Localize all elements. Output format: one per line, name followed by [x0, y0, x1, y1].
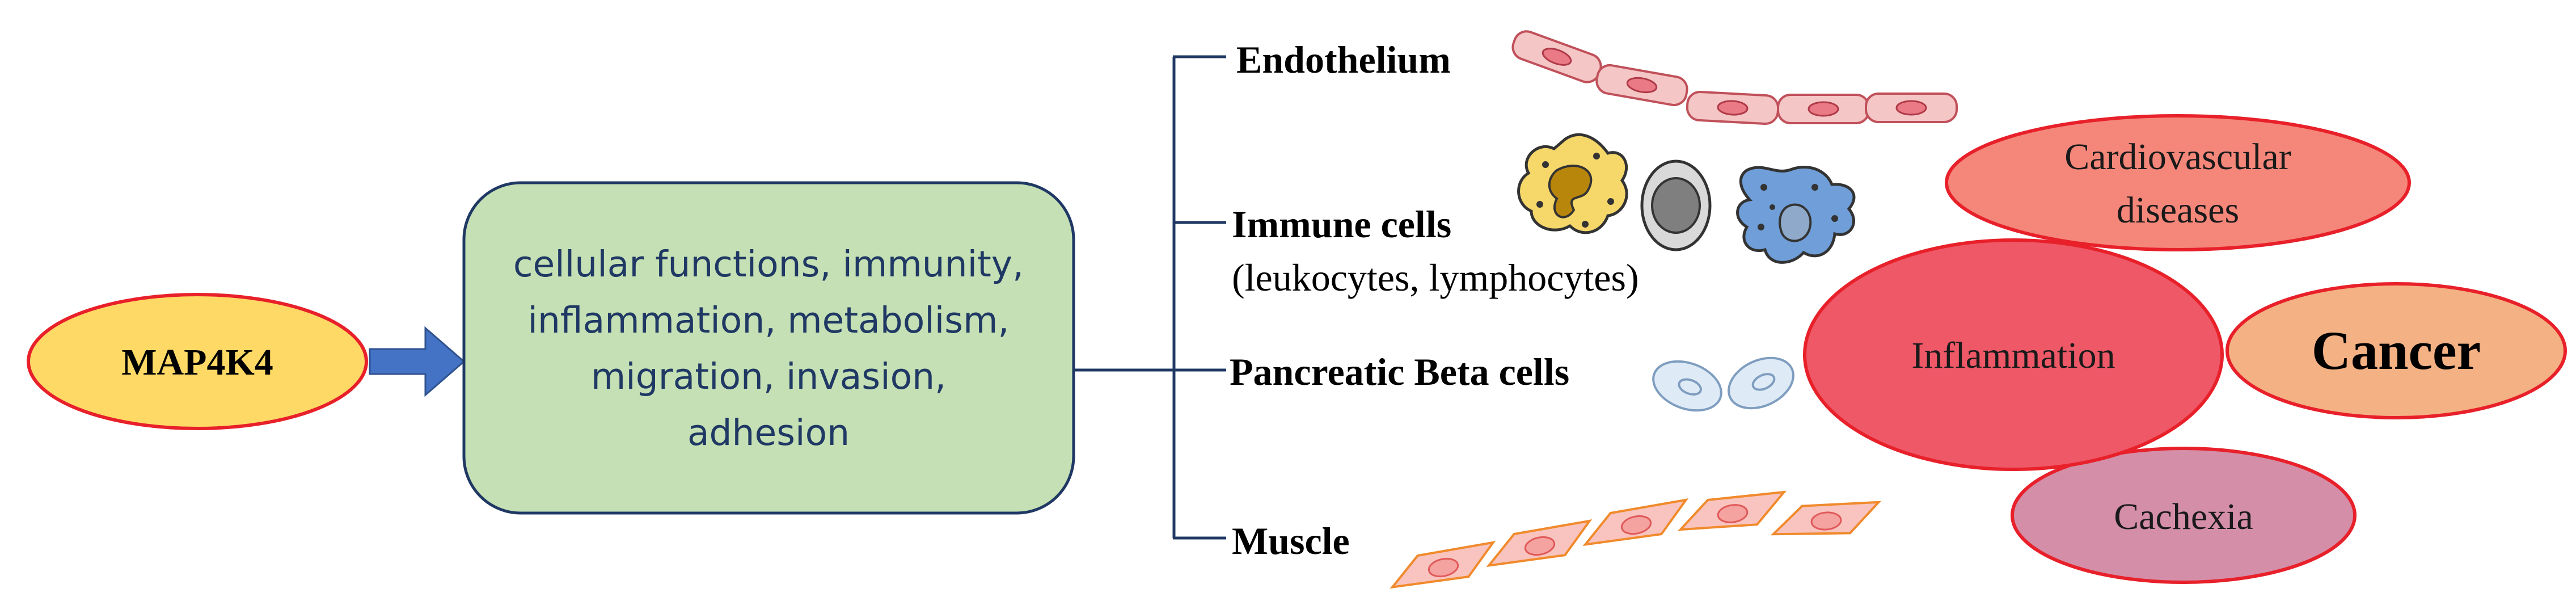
endothelial-cells-icon [1511, 30, 1958, 125]
tissue-label-beta-cells: Pancreatic Beta cells [1230, 350, 1569, 393]
disease-cardiovascular-line-1: Cardiovascular [2064, 136, 2291, 178]
block-arrow [369, 326, 466, 397]
disease-cardiovascular: Cardiovascular diseases [1945, 114, 2411, 251]
disease-inflammation: Inflammation [1803, 238, 2224, 471]
immune-cells-icon [1517, 133, 1856, 264]
disease-cachexia-label: Cachexia [2114, 496, 2253, 537]
tissue-label-endothelium: Endothelium [1236, 38, 1451, 81]
disease-inflammation-label: Inflammation [1911, 335, 2115, 376]
functions-line-3: migration, invasion, [591, 356, 946, 397]
tissue-label-muscle: Muscle [1232, 519, 1350, 562]
disease-cancer-label: Cancer [2312, 320, 2481, 381]
tissue-sublabel-immune-cells: (leukocytes, lymphocytes) [1232, 256, 1639, 299]
functions-line-1: cellular functions, immunity, [513, 243, 1024, 285]
map4k4-node: MAP4K4 [27, 293, 368, 430]
tissue-label-immune-cells: Immune cells [1232, 203, 1451, 246]
functions-line-4: adhesion [687, 412, 850, 453]
functions-box: cellular functions, immunity, inflammati… [462, 181, 1075, 515]
muscle-cells-icon [1390, 490, 1882, 589]
tissue-bracket [1075, 55, 1226, 540]
beta-cells-icon [1652, 356, 1794, 412]
disease-cardiovascular-line-2: diseases [2117, 190, 2239, 231]
map4k4-label: MAP4K4 [121, 342, 273, 383]
disease-cancer: Cancer [2226, 282, 2567, 419]
functions-line-2: inflammation, metabolism, [528, 300, 1010, 341]
disease-cachexia: Cachexia [2011, 447, 2357, 584]
